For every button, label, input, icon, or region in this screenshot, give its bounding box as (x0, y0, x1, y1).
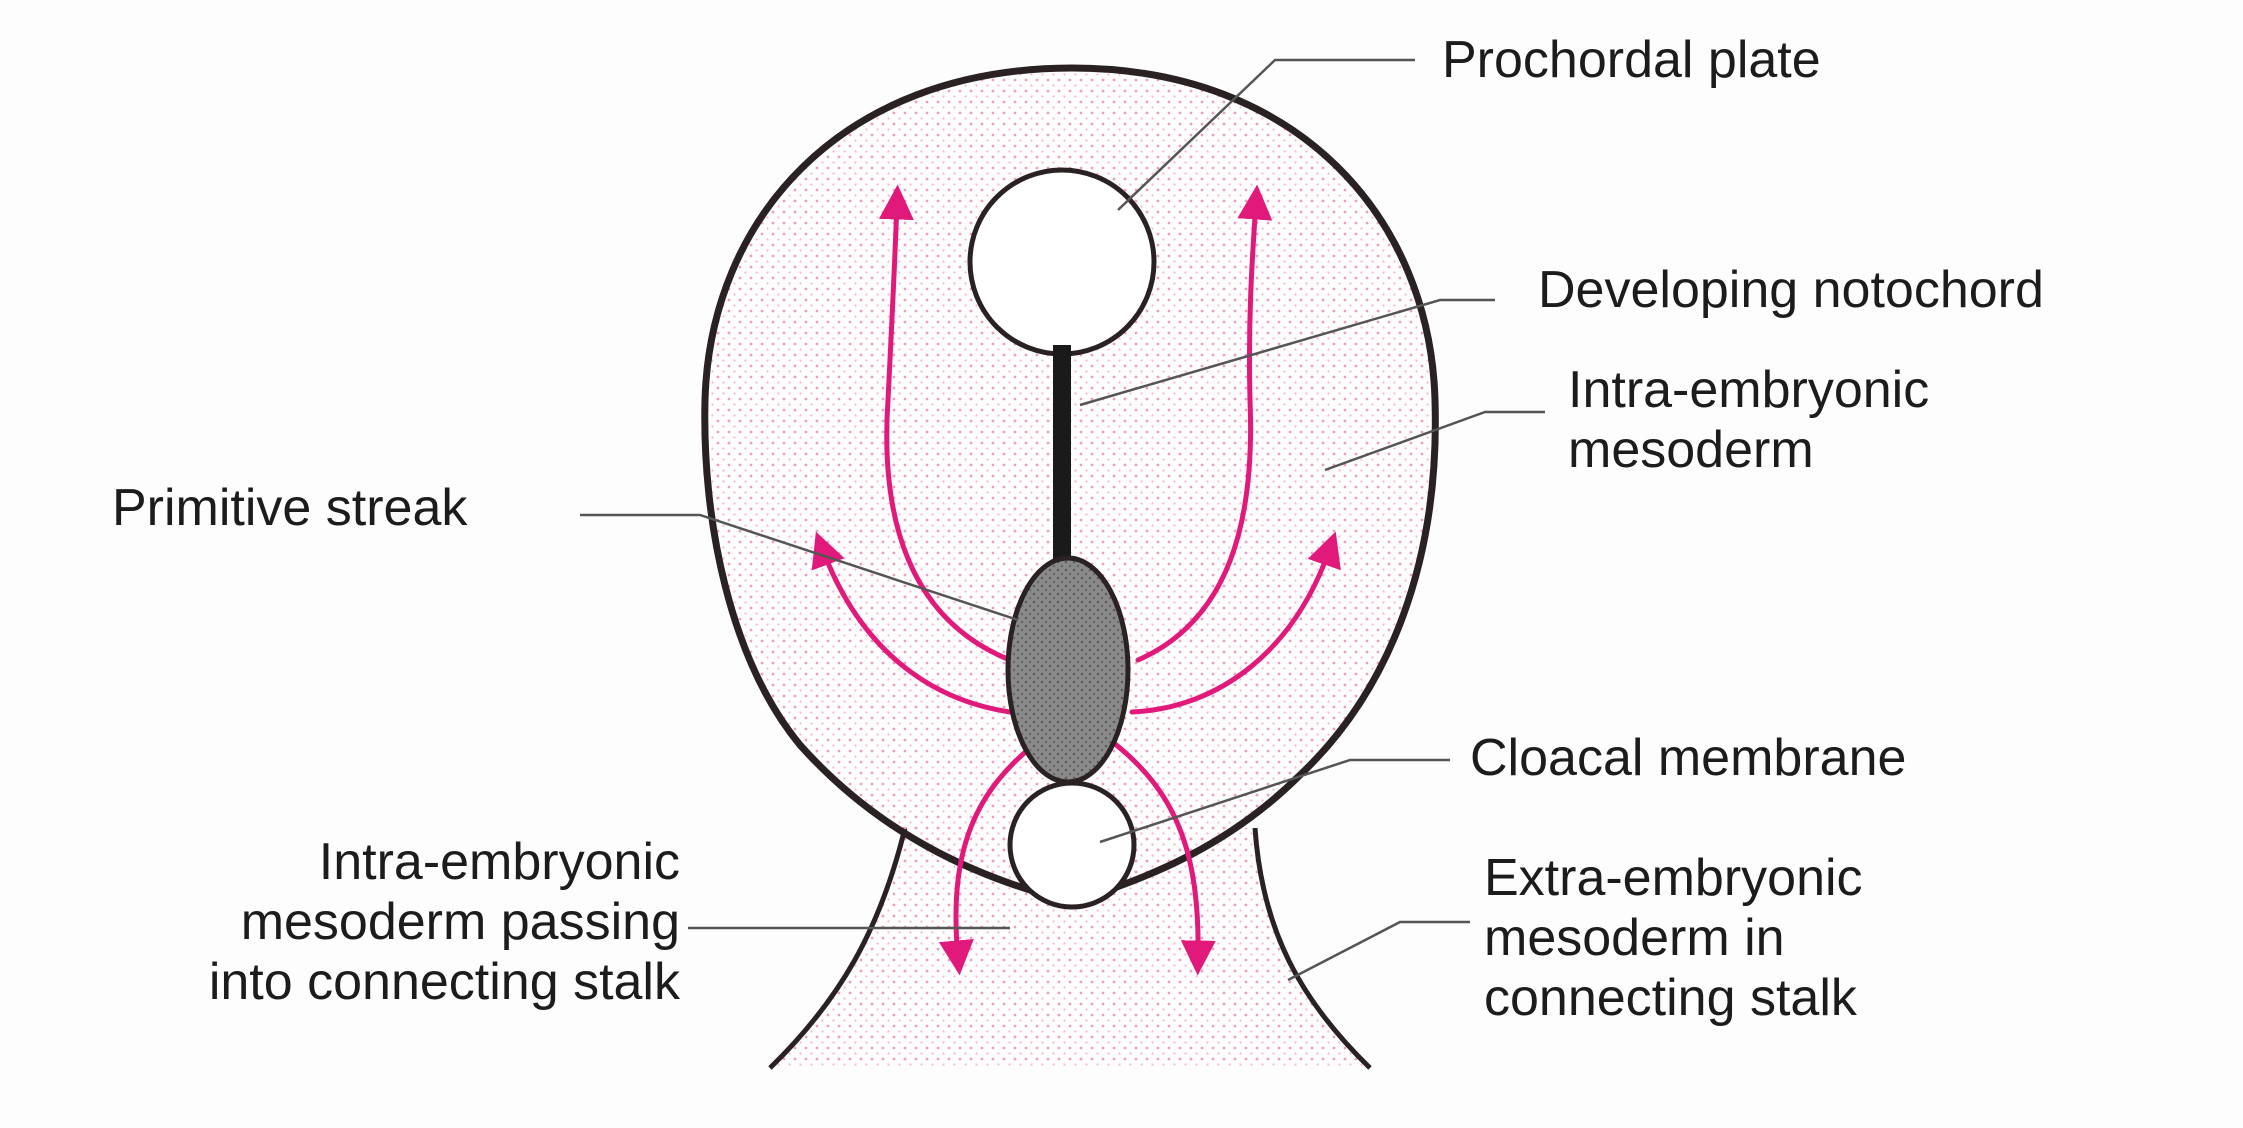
arrow-upper-right (1135, 184, 1273, 663)
arrow-down-left (938, 737, 1043, 976)
label-intra-mesoderm-line2: mesoderm (1568, 421, 1814, 479)
label-extra-line1: Extra-embryonic (1484, 849, 1863, 907)
label-intra-embryonic-mesoderm: Intra-embryonic mesoderm (1568, 360, 1929, 480)
connecting-stalk-right-edge (1252, 827, 1372, 1070)
migration-arrows (811, 184, 1341, 976)
notochord-shape (1053, 345, 1071, 570)
cloacal-membrane-shape (1007, 780, 1137, 910)
leader-primitive-streak (580, 513, 1019, 622)
label-extra-embryonic-mesoderm: Extra-embryonic mesoderm in connecting s… (1484, 848, 1863, 1028)
label-passing-line3: into connecting stalk (208, 953, 680, 1011)
leader-cloacal-membrane (1099, 758, 1450, 844)
label-prochordal-plate: Prochordal plate (1442, 31, 1821, 89)
arrow-upper-left (878, 184, 1013, 663)
leader-extra-mesoderm (1287, 920, 1470, 982)
label-passing-line1: Intra-embryonic (318, 833, 680, 891)
label-extra-line3: connecting stalk (1484, 969, 1857, 1027)
prochordal-plate-shape (967, 167, 1157, 357)
primitive-streak-shape (1005, 555, 1131, 785)
leader-lines (580, 58, 1545, 982)
label-cloacal-membrane: Cloacal membrane (1470, 729, 1907, 787)
leader-intra-mesoderm (1324, 410, 1545, 472)
leader-developing-notochord (1079, 298, 1495, 407)
connecting-stalk-left-edge (768, 827, 908, 1070)
connecting-stalk (770, 828, 1370, 1068)
arrow-down-right (1107, 737, 1216, 976)
label-intra-mesoderm-line1: Intra-embryonic (1568, 361, 1930, 419)
label-developing-notochord: Developing notochord (1538, 261, 2044, 319)
leader-prochordal-plate (1117, 58, 1415, 211)
arrow-mid-left (811, 531, 1013, 715)
label-passing-line2: mesoderm passing (240, 893, 680, 951)
label-extra-line2: mesoderm in (1484, 909, 1785, 967)
arrow-mid-right (1129, 531, 1341, 715)
label-primitive-streak: Primitive streak (112, 479, 468, 537)
label-mesoderm-passing-stalk: Intra-embryonic mesoderm passing into co… (60, 832, 680, 1012)
